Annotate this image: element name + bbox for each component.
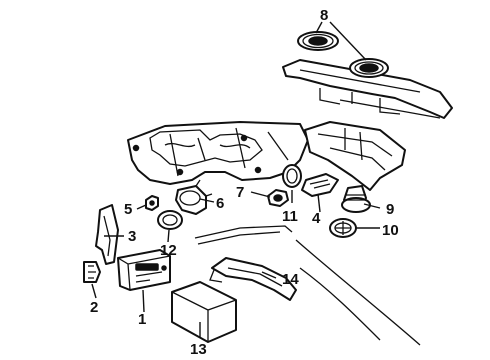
callout-3: 3 xyxy=(128,228,136,245)
shelf-speaker-left xyxy=(297,31,339,51)
callout-1: 1 xyxy=(138,311,146,328)
leader-lines xyxy=(91,21,381,338)
callout-6: 6 xyxy=(216,195,224,212)
callout-10: 10 xyxy=(382,222,399,239)
trim-ring xyxy=(282,164,302,188)
callout-5: 5 xyxy=(124,201,132,218)
callout-7: 7 xyxy=(236,184,244,201)
speaker-cone xyxy=(341,185,371,213)
bezel-ring xyxy=(157,210,183,230)
floor-console xyxy=(304,121,406,191)
switch-module xyxy=(301,173,339,197)
callouts: 8 5 6 7 11 4 9 10 12 3 2 1 13 14 xyxy=(90,7,399,358)
shelf-speaker-right xyxy=(349,58,389,78)
mounting-strap xyxy=(209,257,297,301)
instrument-panel xyxy=(127,121,309,185)
callout-2: 2 xyxy=(90,299,98,316)
knob xyxy=(267,189,289,207)
trunk-outline xyxy=(194,225,421,346)
clip-part xyxy=(145,195,159,211)
callout-13: 13 xyxy=(190,341,207,358)
callout-4: 4 xyxy=(312,210,321,227)
callout-14: 14 xyxy=(282,271,299,288)
mounting-bracket xyxy=(95,204,119,265)
callout-8: 8 xyxy=(320,7,328,24)
radio-receiver xyxy=(117,249,171,291)
connector-housing xyxy=(175,179,213,215)
callout-11: 11 xyxy=(282,208,298,225)
callout-9: 9 xyxy=(386,201,394,218)
amplifier-box xyxy=(171,281,237,343)
package-shelf xyxy=(282,59,453,119)
small-switch xyxy=(83,261,101,283)
speaker-grille xyxy=(329,218,357,238)
callout-12: 12 xyxy=(160,242,177,259)
